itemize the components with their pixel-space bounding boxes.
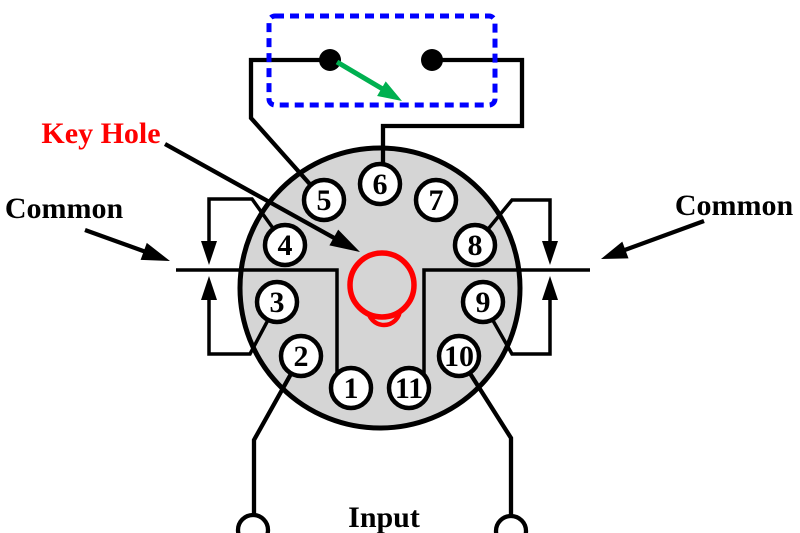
- pin-9-hole: [460, 279, 506, 325]
- pin-5-number: 5: [317, 184, 332, 217]
- pin-5-hole: [301, 177, 347, 223]
- bracket-left-top: [207, 197, 287, 247]
- contact-terminal-right: [421, 49, 443, 71]
- arrow-down-right-icon: [542, 241, 558, 265]
- common-right-arrow-shaft: [621, 218, 705, 254]
- pin-11-hole: [386, 365, 432, 411]
- pin-3-hole: [254, 279, 300, 325]
- pin-11: 11: [386, 365, 432, 411]
- pin-7-hole: [413, 177, 459, 223]
- input-label: Input: [348, 501, 420, 533]
- input-terminal-left: [235, 512, 271, 533]
- arrow-up-right-icon: [542, 276, 558, 300]
- pin-3-number: 3: [270, 286, 285, 319]
- pin-4-hole: [262, 222, 308, 268]
- bracket-right-top: [473, 198, 552, 247]
- switch-actuation-arrow-icon: [377, 81, 402, 101]
- pin-5: 5: [301, 177, 347, 223]
- pin-9: 9: [460, 279, 506, 325]
- switch-actuation-arrow-shaft: [335, 59, 388, 94]
- pin-4-number: 4: [278, 229, 293, 262]
- key-hole-arrow-icon: [329, 229, 360, 252]
- pin-2-hole: [278, 333, 324, 379]
- relay-contact-box: [266, 13, 498, 108]
- common-right-label: Common: [675, 189, 794, 222]
- wire-pin2-to-input-left: [251, 354, 303, 529]
- pin-10: 10: [436, 333, 482, 379]
- pin-8-hole: [452, 222, 498, 268]
- pin-6: 6: [357, 161, 403, 207]
- keyhole-icon: [347, 250, 417, 320]
- pin-10-hole: [436, 333, 482, 379]
- common-left-label: Common: [5, 192, 124, 225]
- pin-6-hole: [357, 161, 403, 207]
- contact-terminal-left: [319, 49, 341, 71]
- wire-contact-left-to-pin5: [248, 57, 330, 202]
- pin-1-number: 1: [344, 372, 359, 405]
- key-hole-arrow-shaft: [163, 142, 338, 241]
- pin-8-number: 8: [468, 229, 483, 262]
- pin-9-number: 9: [476, 286, 491, 319]
- pin-10-number: 10: [444, 340, 474, 373]
- pin-4: 4: [262, 222, 308, 268]
- wire-contact-right-to-pin6: [380, 57, 525, 184]
- common-right-arrow-icon: [601, 241, 629, 259]
- bracket-left-bottom: [207, 298, 279, 356]
- pin-1-hole: [328, 365, 374, 411]
- pin-2-number: 2: [294, 340, 309, 373]
- common-left-arrow-icon: [140, 242, 170, 261]
- key-hole-label: Key Hole: [41, 117, 160, 150]
- arrow-up-left-icon: [201, 276, 217, 300]
- common-line-right: [422, 268, 590, 380]
- pin-11-number: 11: [395, 372, 423, 405]
- input-terminal-right: [493, 513, 529, 533]
- pin-3: 3: [254, 279, 300, 325]
- bracket-right-bottom: [481, 298, 552, 356]
- common-line-left: [176, 268, 339, 378]
- pin-7: 7: [413, 177, 459, 223]
- pin-8: 8: [452, 222, 498, 268]
- common-left-arrow-shaft: [84, 227, 147, 255]
- pin-2: 2: [278, 333, 324, 379]
- wire-pin10-to-input-right: [457, 354, 514, 530]
- pin-6-number: 6: [373, 168, 388, 201]
- pin-7-number: 7: [429, 184, 444, 217]
- arrow-down-left-icon: [201, 241, 217, 265]
- pin-1: 1: [328, 365, 374, 411]
